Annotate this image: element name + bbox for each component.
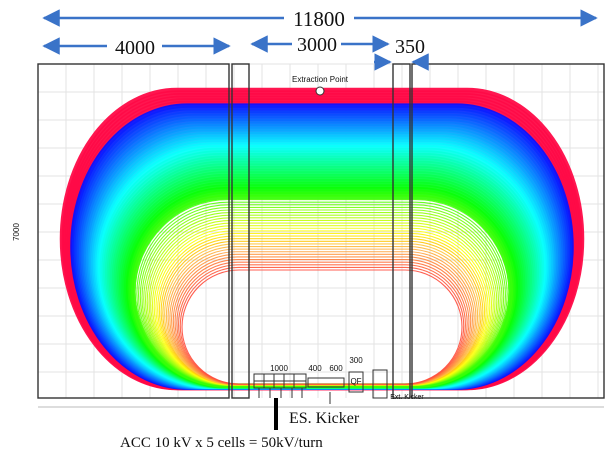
orbit-line (178, 264, 466, 385)
magnet-width-label: 4000 (115, 37, 155, 59)
ext-kicker-block (372, 369, 388, 399)
qf-block (348, 371, 364, 393)
acc-description: ACC 10 kV x 5 cells = 50kV/turn (120, 435, 323, 451)
orbit-line (145, 214, 499, 386)
orbit-line (148, 219, 496, 386)
ext-kicker-label: Ext. Kicker (390, 394, 424, 401)
orbit-line (146, 217, 498, 386)
height-label: 7000 (12, 223, 21, 241)
orbit-line (176, 261, 468, 385)
orbit-line (139, 206, 505, 386)
segment-600-label: 600 (329, 364, 343, 373)
es-kicker-block (307, 377, 345, 388)
orbit-line (172, 256, 472, 385)
accelerator-section (253, 369, 388, 399)
orbit-line (181, 269, 463, 385)
orbit-line (158, 235, 486, 386)
extraction-point-marker (315, 86, 325, 96)
left-magnet-box (37, 63, 230, 399)
gap-width-label: 3000 (297, 34, 337, 56)
orbit-line (179, 266, 465, 385)
orbit-line (157, 232, 487, 386)
dimension-arrows (42, 9, 598, 71)
left-inner-box (231, 63, 250, 399)
es-kicker-label: ES. Kicker (289, 410, 360, 427)
orbit-line (174, 259, 470, 385)
qf-label: QF (350, 377, 361, 386)
segment-400-label: 400 (308, 364, 322, 373)
total-width-label: 11800 (293, 7, 345, 31)
orbit-trajectories (59, 87, 585, 391)
segment-1000-label: 1000 (270, 364, 288, 373)
right-inner-box (392, 63, 411, 399)
right-magnet-box (411, 63, 605, 399)
kicker-gap-label: 350 (395, 36, 425, 58)
extraction-point-label: Extraction Point (292, 75, 349, 84)
magnet-outlines (37, 63, 605, 399)
orbit-line (150, 222, 494, 386)
segment-300-label: 300 (349, 356, 363, 365)
